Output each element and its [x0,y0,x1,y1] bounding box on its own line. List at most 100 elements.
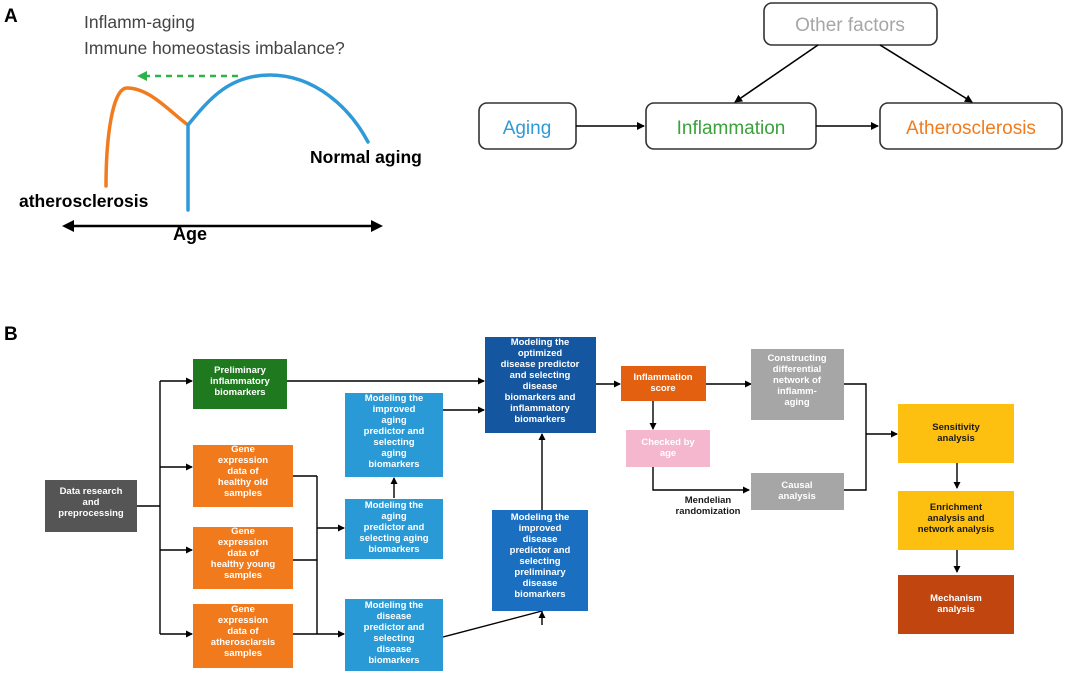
enrichment-box [898,491,1014,550]
data-research-box [45,480,137,532]
aging-text: Aging [503,118,552,139]
hypothesis-line-1: Inflamm-aging [84,12,195,32]
flow-boxes [45,337,1014,671]
box-label-line: inflammatory [510,403,570,414]
panel-b-label: B [4,324,18,345]
box-label-line: samples [224,488,262,499]
gene-old-box [193,445,293,507]
box-label-line: aging [381,415,407,426]
box-label-line: Causal [781,480,812,491]
mechanism-box [898,575,1014,634]
box-label-line: aging [381,448,407,459]
box-label-line: biomarkers [514,414,565,425]
box-label-line: Inflammation [633,372,692,383]
box-label-line: samples [224,648,262,659]
box-label-line: predictor and [364,426,425,437]
box-label-line: Preliminary [214,365,266,376]
atherosclerosis-box [879,102,1063,150]
other-factors-text: Other factors [795,15,905,36]
box-label-line: Gene [231,444,255,455]
improved-aging-box [345,393,443,477]
other-to-inflammation-arrow [734,44,819,103]
box-label-line: expression [218,455,268,466]
box-label-line: analysis and [927,513,984,524]
box-label-line: selecting aging [359,533,428,544]
box-label-line: disease [377,611,412,622]
box-label-line: network of [773,375,822,386]
improved-disease-box [492,510,588,611]
box-label-line: score [650,383,675,394]
box-label-line: aging [784,397,810,408]
box-label-line: disease [377,644,412,655]
atherosclerosis-box-text: Atherosclerosis [906,118,1036,139]
box-label-line: disease [523,534,558,545]
box-label-line: Mechanism [930,593,982,604]
box-label-line: Data research [60,486,123,497]
age-label: Age [173,224,207,244]
box-label-line: Enrichment [930,502,983,513]
box-label-line: randomization [676,506,741,517]
sensitivity-box [898,404,1014,463]
normal-aging-label: Normal aging [310,147,422,167]
box-label-line: Checked by [641,437,695,448]
box-label-line: Constructing [767,353,826,364]
inflammation-text: Inflammation [677,118,786,139]
box-label-line: samples [224,570,262,581]
box-label-line: preliminary [514,567,566,578]
panel-a-label: A [4,6,18,27]
box-label-line: aging [381,511,407,522]
box-label-line: inflammatory [210,376,270,387]
box-label-line: biomarkers [368,655,419,666]
hypothesis-line-2: Immune homeostasis imbalance? [84,38,345,58]
box-label-line: selecting [373,437,414,448]
gene-young-box [193,527,293,589]
box-label-line: expression [218,537,268,548]
box-label-line: inflamm- [777,386,817,397]
box-label-line: Modeling the [365,600,424,611]
box-label-line: expression [218,615,268,626]
atherosclerosis-curve [104,86,190,188]
box-label-line: data of [227,466,259,477]
box-label-line: biomarkers [214,387,265,398]
box-label-line: differential [773,364,822,375]
box-label-line: disease [523,578,558,589]
box-label-line: Modeling the [511,337,570,348]
box-label-line: Sensitivity [932,422,980,433]
differential-net-box [751,349,844,420]
box-label-line: improved [373,404,416,415]
box-label-line: optimized [518,348,563,359]
box-label-line: biomarkers [368,459,419,470]
other-factors-box [763,2,938,46]
box-label-line: healthy young [211,559,276,570]
box-label-line: Modeling the [511,512,570,523]
inflam-score-box [621,366,706,401]
box-label-line: Modeling the [365,393,424,404]
box-label-line: analysis [778,491,816,502]
box-label-line: improved [519,523,562,534]
box-label-line: selecting [519,556,560,567]
box-label-line: age [660,448,676,459]
other-to-atherosclerosis-arrow [879,44,973,103]
aging-predictor-box [345,499,443,559]
checked-age-box [626,430,710,467]
box-label-line: disease predictor [501,359,580,370]
box-label-line: Mendelian [685,495,732,506]
flow-connectors [137,377,961,638]
box-label-line: preprocessing [58,508,124,519]
